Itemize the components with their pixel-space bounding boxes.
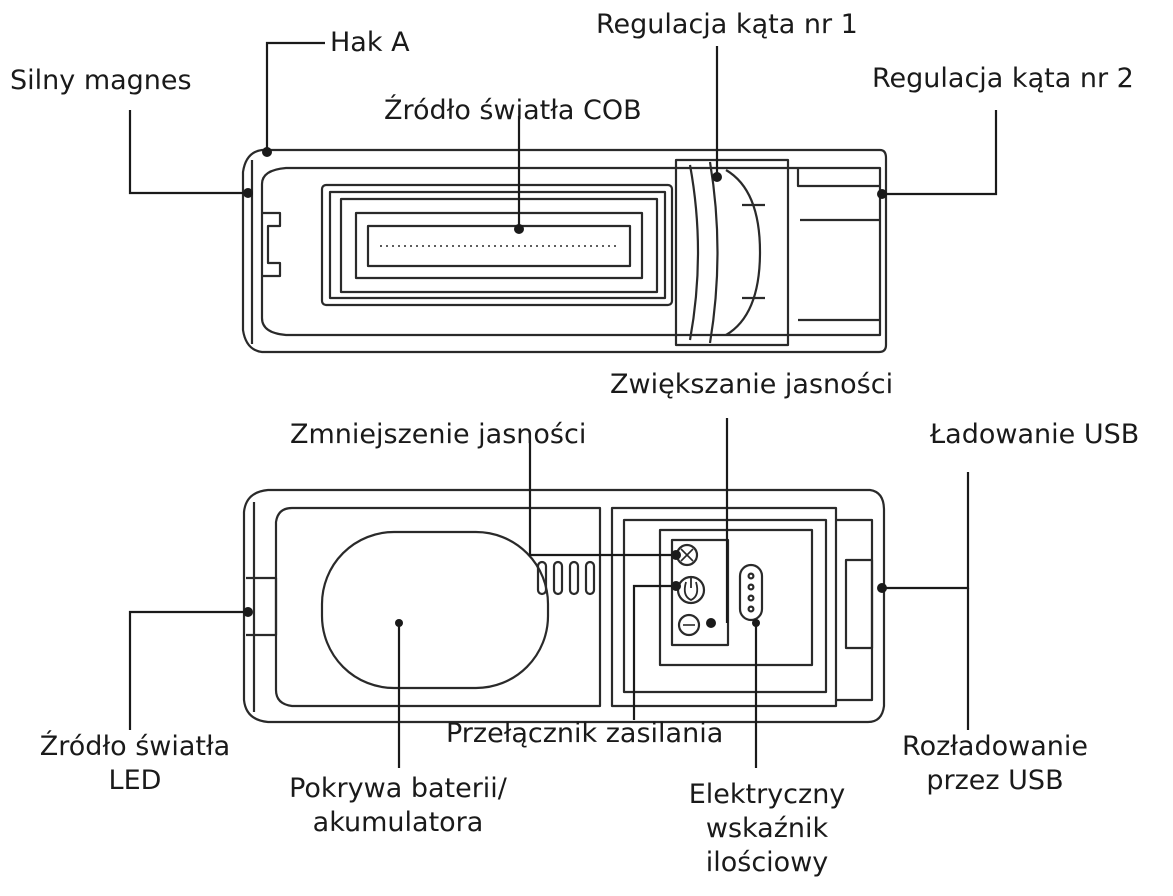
label-usb-discharge-line2: przez USB: [926, 765, 1064, 796]
label-brightness-down: Zmniejszenie jasności: [290, 419, 587, 450]
label-electric-indicator-line2: wskaźnik: [705, 813, 829, 844]
label-electric-indicator-line3: ilościowy: [705, 847, 829, 878]
back-view-device: [242, 488, 886, 724]
label-hook-a: Hak A: [330, 27, 410, 58]
label-led-light-line1: Źródło światła: [39, 731, 231, 762]
label-strong-magnet: Silny magnes: [10, 65, 192, 96]
leader-dots: [243, 147, 887, 628]
leader-lines: [128, 41, 998, 768]
label-led-light-line2: LED: [108, 765, 162, 796]
label-usb-charging: Ładowanie USB: [930, 419, 1140, 450]
label-usb-discharge-line1: Rozładowanie: [902, 731, 1088, 762]
label-angle-adjust-2: Regulacja kąta nr 2: [872, 63, 1134, 94]
label-cob-light: Źródło światła COB: [384, 95, 642, 126]
label-angle-adjust-1: Regulacja kąta nr 1: [596, 9, 858, 40]
label-battery-cover: Pokrywa baterii/ akumulatora: [252, 772, 544, 840]
label-power-switch: Przełącznik zasilania: [446, 718, 724, 749]
front-view-device: [241, 148, 888, 354]
label-battery-cover-line1: Pokrywa baterii/: [289, 773, 507, 804]
label-battery-cover-line2: akumulatora: [312, 807, 484, 838]
label-brightness-up: Zwiększanie jasności: [610, 369, 894, 400]
label-led-light: Źródło światła LED: [20, 730, 250, 798]
label-electric-indicator-line1: Elektryczny: [688, 779, 846, 810]
label-electric-indicator: Elektryczny wskaźnik ilościowy: [672, 778, 862, 880]
label-usb-discharge: Rozładowanie przez USB: [890, 730, 1100, 798]
